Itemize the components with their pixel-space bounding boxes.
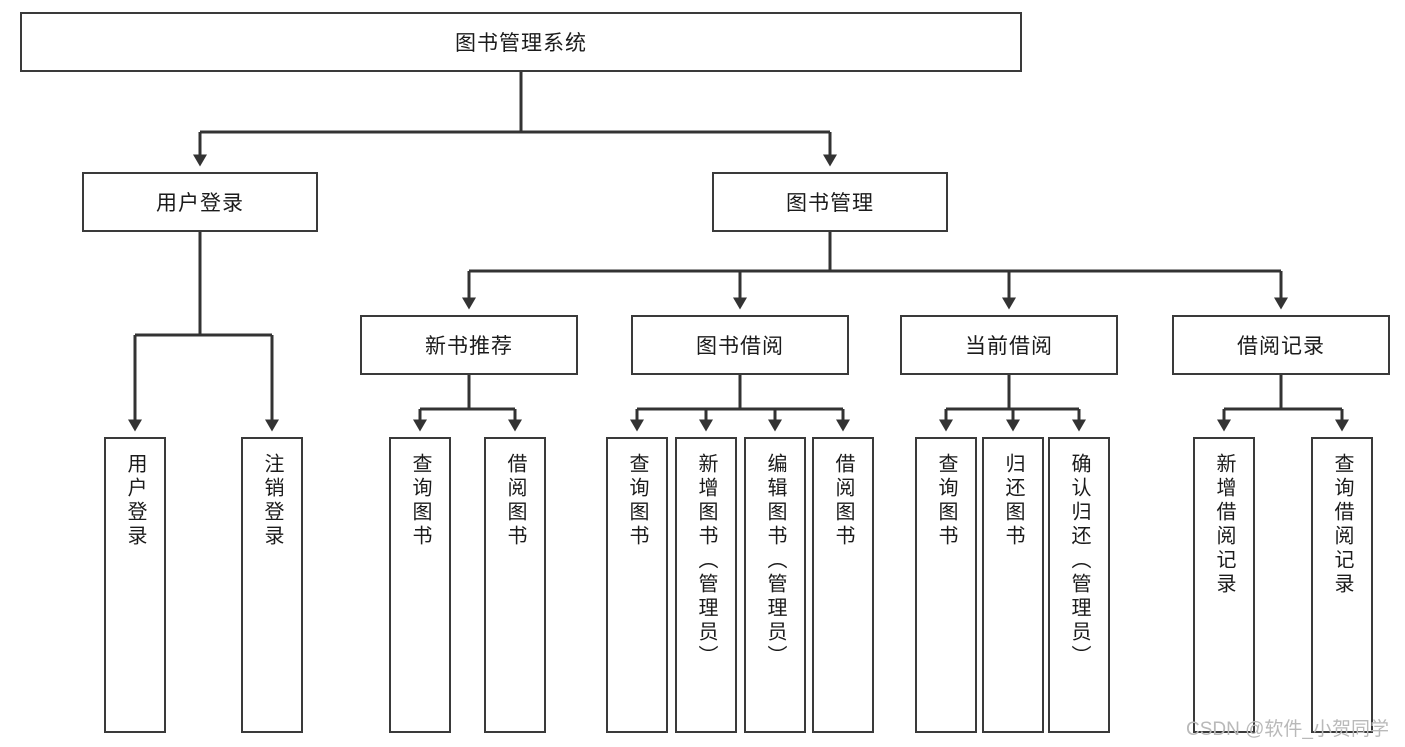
leaf-borrow-record-query[interactable]: 查询借阅记录	[1311, 437, 1373, 733]
node-label: 确认归还（管理员）	[1068, 453, 1090, 669]
leaf-current-borrow-query[interactable]: 查询图书	[915, 437, 977, 733]
leaf-book-borrow-lend[interactable]: 借阅图书	[812, 437, 874, 733]
node-label: 借阅图书	[504, 453, 526, 549]
node-label: 新书推荐	[425, 335, 513, 358]
node-label: 新增图书（管理员）	[695, 453, 717, 669]
node-label: 图书借阅	[696, 335, 784, 358]
leaf-borrow-record-add[interactable]: 新增借阅记录	[1193, 437, 1255, 733]
leaf-book-borrow-edit[interactable]: 编辑图书（管理员）	[744, 437, 806, 733]
node-label: 借阅记录	[1237, 335, 1325, 358]
node-label: 当前借阅	[965, 335, 1053, 358]
node-book-borrow[interactable]: 图书借阅	[631, 315, 849, 375]
leaf-user-login-logout[interactable]: 注销登录	[241, 437, 303, 733]
node-new-book-recommend[interactable]: 新书推荐	[360, 315, 578, 375]
node-label: 新增借阅记录	[1213, 453, 1235, 597]
leaf-book-borrow-add[interactable]: 新增图书（管理员）	[675, 437, 737, 733]
watermark-text: CSDN @软件_小贺同学	[1186, 719, 1389, 740]
node-label: 图书管理	[786, 192, 874, 215]
node-borrow-record[interactable]: 借阅记录	[1172, 315, 1390, 375]
node-label: 图书管理系统	[455, 32, 587, 55]
leaf-current-borrow-return[interactable]: 归还图书	[982, 437, 1044, 733]
node-label: 查询图书	[626, 453, 648, 549]
node-label: 查询图书	[409, 453, 431, 549]
leaf-user-login-login[interactable]: 用户登录	[104, 437, 166, 733]
node-current-borrow[interactable]: 当前借阅	[900, 315, 1118, 375]
node-user-login[interactable]: 用户登录	[82, 172, 318, 232]
node-label: 查询图书	[935, 453, 957, 549]
leaf-new-book-query[interactable]: 查询图书	[389, 437, 451, 733]
leaf-new-book-borrow[interactable]: 借阅图书	[484, 437, 546, 733]
leaf-current-borrow-confirm-return[interactable]: 确认归还（管理员）	[1048, 437, 1110, 733]
node-label: 归还图书	[1002, 453, 1024, 549]
node-root-system[interactable]: 图书管理系统	[20, 12, 1022, 72]
node-label: 注销登录	[261, 453, 283, 549]
node-label: 借阅图书	[832, 453, 854, 549]
node-label: 用户登录	[124, 453, 146, 549]
node-label: 用户登录	[156, 192, 244, 215]
node-label: 查询借阅记录	[1331, 453, 1353, 597]
node-book-management[interactable]: 图书管理	[712, 172, 948, 232]
node-label: 编辑图书（管理员）	[764, 453, 786, 669]
leaf-book-borrow-query[interactable]: 查询图书	[606, 437, 668, 733]
